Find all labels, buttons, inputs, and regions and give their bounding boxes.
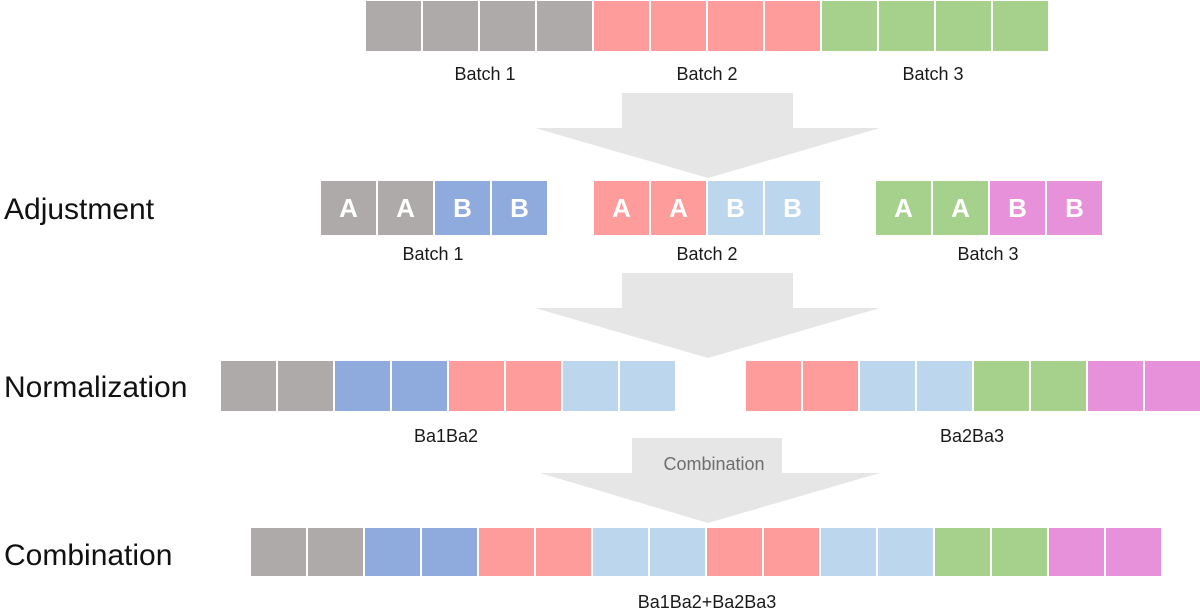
row2-batch-1-cell-letter: A <box>396 193 415 223</box>
row2-label-batch-1: Batch 1 <box>402 244 463 264</box>
row3-pair-2-cell-green <box>972 359 1031 413</box>
row1-cell-green <box>877 0 936 53</box>
row2-batch-2-cell-lightblue <box>763 179 822 237</box>
row2-batch-2-cell-letter: B <box>783 193 802 223</box>
row3-pair-2-cell-pink <box>1143 359 1200 413</box>
row4-cell-green <box>933 526 992 578</box>
row4-cell-gray <box>249 526 308 578</box>
row2-batch-3-cell-pink <box>1045 179 1104 237</box>
row3-pair-1-cell-lightblue <box>561 359 620 413</box>
row2-batch-2-cell-red <box>649 179 708 237</box>
row4-cell-lightblue <box>819 526 878 578</box>
row4-cell-lightblue <box>876 526 935 578</box>
row4-cell-pink <box>1104 526 1163 578</box>
row1-label-batch-1: Batch 1 <box>454 64 515 84</box>
row4-cell-blue <box>420 526 479 578</box>
row2-batch-3-cell-letter: A <box>951 193 970 223</box>
row3-pair-1-cell-gray <box>219 359 278 413</box>
row1-cell-green <box>991 0 1050 53</box>
row1-cell-gray <box>364 0 423 53</box>
row4-label-combined: Ba1Ba2+Ba2Ba3 <box>638 592 777 612</box>
row3-pair-1-cell-blue <box>333 359 392 413</box>
down-arrow-1 <box>535 93 880 178</box>
row2-label-batch-3: Batch 3 <box>957 244 1018 264</box>
row4-cell-pink <box>1047 526 1106 578</box>
row3-pair-2-cell-red <box>744 359 803 413</box>
row4-cell-green <box>990 526 1049 578</box>
row1-label-batch-3: Batch 3 <box>902 64 963 84</box>
row4-cell-red <box>762 526 821 578</box>
row2-batch-2-cell-letter: A <box>612 193 631 223</box>
row4-cell-blue <box>363 526 422 578</box>
row4-cell-red <box>477 526 536 578</box>
row3-normalized-pairs <box>219 359 1200 413</box>
row2-batch-1-cell-blue <box>490 179 549 237</box>
row1-cell-red <box>706 0 765 53</box>
row2-batch-3-cell-green <box>874 179 933 237</box>
row3-pair-2-cell-lightblue <box>915 359 974 413</box>
down-arrow-3 <box>540 438 880 523</box>
row2-batch-3-cell-letter: B <box>1008 193 1027 223</box>
row2-label-batch-2: Batch 2 <box>676 244 737 264</box>
row2-batch-2-cell-lightblue <box>706 179 765 237</box>
row3-label-ba2ba3: Ba2Ba3 <box>940 426 1004 446</box>
row2-batch-1-cell-blue <box>433 179 492 237</box>
row1-cell-red <box>592 0 651 53</box>
row2-batch-1-cell-letter: B <box>510 193 529 223</box>
row4-cell-red <box>705 526 764 578</box>
row3-pair-1-cell-red <box>447 359 506 413</box>
row1-cell-green <box>934 0 993 53</box>
row3-pair-2-cell-green <box>1029 359 1088 413</box>
stage-label-combination: Combination <box>4 539 172 572</box>
row1-cell-red <box>763 0 822 53</box>
row4-cell-lightblue <box>648 526 707 578</box>
down-arrow-2 <box>535 273 880 358</box>
row4-combined <box>249 526 1163 578</box>
row1-cell-gray <box>478 0 537 53</box>
row3-pair-2-cell-pink <box>1086 359 1145 413</box>
row1-label-batch-2: Batch 2 <box>676 64 737 84</box>
stage-label-normalization: Normalization <box>4 371 187 404</box>
row4-cell-lightblue <box>591 526 650 578</box>
row2-batch-1-cell-letter: A <box>339 193 358 223</box>
row3-pair-1-cell-lightblue <box>618 359 677 413</box>
row2-batch-2-cell-red <box>592 179 651 237</box>
row1-cell-green <box>820 0 879 53</box>
row1-cell-gray <box>535 0 594 53</box>
stage-label-adjustment: Adjustment <box>4 193 155 226</box>
row1-batches <box>364 0 1050 53</box>
arrow-label-combination: Combination <box>663 454 764 474</box>
row2-batch-3-cell-letter: A <box>894 193 913 223</box>
row2-batch-2-cell-letter: B <box>726 193 745 223</box>
row1-cell-gray <box>421 0 480 53</box>
row4-cell-red <box>534 526 593 578</box>
row2-batch-2-cell-letter: A <box>669 193 688 223</box>
row3-pair-1-cell-blue <box>390 359 449 413</box>
row2-batch-1-cell-letter: B <box>453 193 472 223</box>
row3-pair-1-cell-gray <box>276 359 335 413</box>
row3-pair-2-cell-lightblue <box>858 359 917 413</box>
row2-batch-1-cell-gray <box>319 179 378 237</box>
row3-pair-1-cell-red <box>504 359 563 413</box>
row2-batch-3-cell-green <box>931 179 990 237</box>
row3-pair-2-cell-red <box>801 359 860 413</box>
row2-batch-3-cell-letter: B <box>1065 193 1084 223</box>
row4-cell-gray <box>306 526 365 578</box>
row3-label-ba1ba2: Ba1Ba2 <box>414 426 478 446</box>
row2-batch-1-cell-gray <box>376 179 435 237</box>
row1-cell-red <box>649 0 708 53</box>
